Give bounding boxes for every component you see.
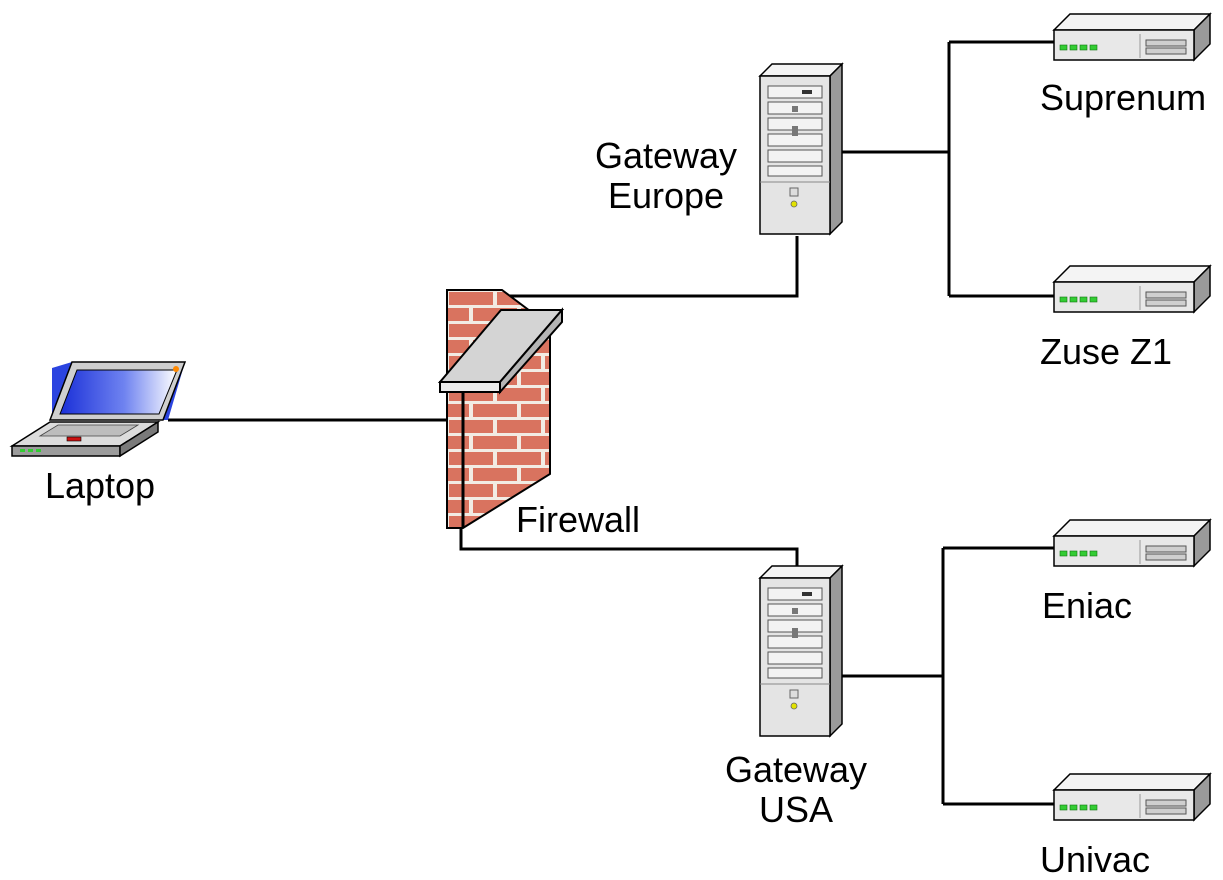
eniac-label: Eniac: [1042, 585, 1133, 626]
univac-host-icon: [1053, 773, 1211, 821]
link-firewall-gateway-usa: [459, 528, 799, 572]
gateway-usa-label-line1: Gateway: [724, 749, 868, 790]
brick-wall-icon: [437, 289, 565, 529]
zuse-label: Zuse Z1: [1040, 331, 1173, 372]
zuse-host-icon: [1053, 265, 1211, 313]
gateway-usa-server-icon: [759, 565, 843, 737]
laptop-label: Laptop: [44, 465, 156, 506]
gateway-europe-server-icon: [759, 63, 843, 235]
eniac-host-icon: [1053, 519, 1211, 567]
gateway-europe-label-line2: Europe: [607, 175, 725, 216]
suprenum-label: Suprenum: [1040, 77, 1207, 118]
univac-label: Univac: [1040, 839, 1151, 880]
gateway-usa-label-line2: USA: [758, 789, 834, 830]
gateway-europe-label-line1: Gateway: [594, 135, 738, 176]
suprenum-host-icon: [1053, 13, 1211, 61]
laptop-icon: [9, 361, 187, 458]
firewall-label: Firewall: [516, 499, 641, 540]
